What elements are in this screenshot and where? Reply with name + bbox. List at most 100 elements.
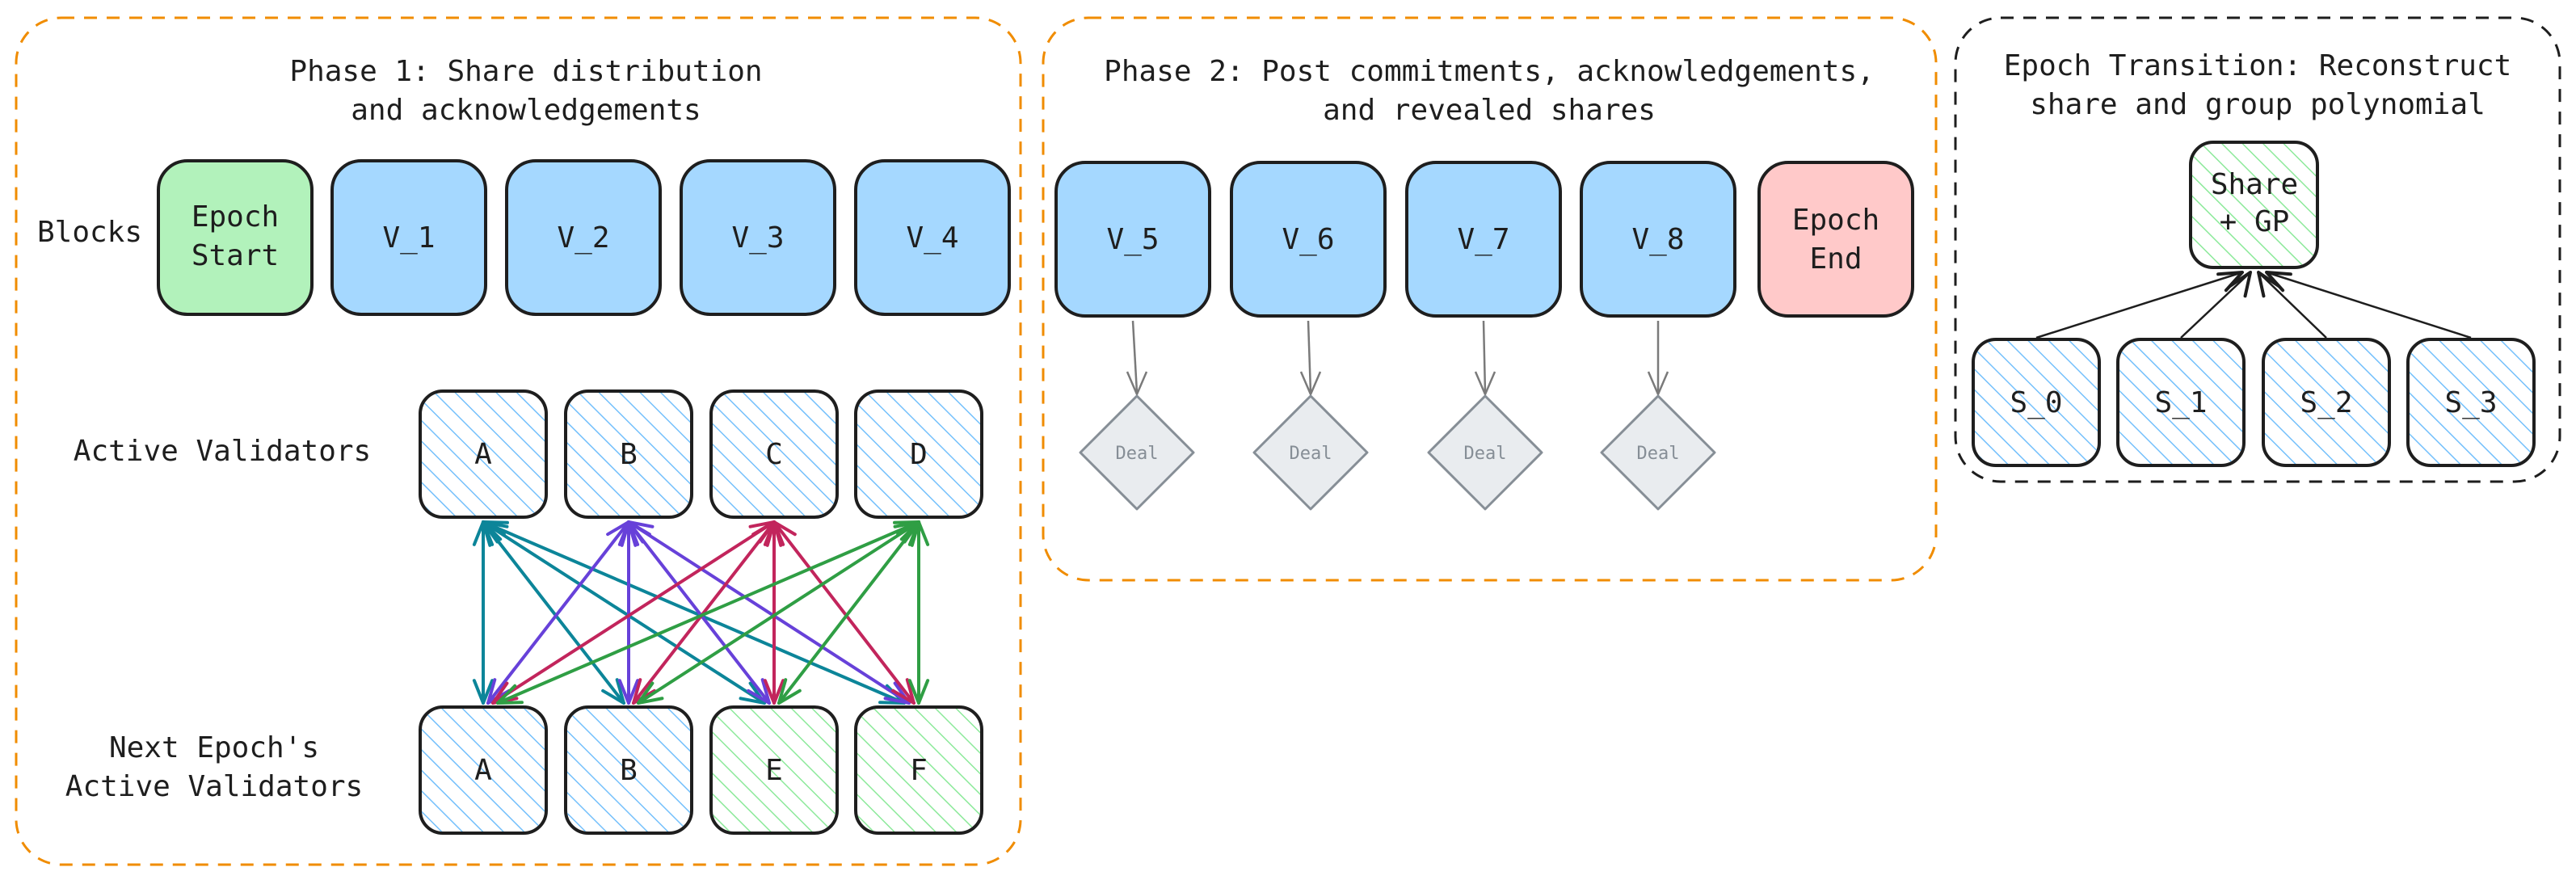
next-validator-e-label: E <box>765 754 783 787</box>
active-validator-b: B <box>564 389 693 519</box>
deal-label: Deal <box>1116 444 1159 464</box>
phase-2-panel: Phase 2: Post commitments, acknowledgeme… <box>1042 16 1938 582</box>
active-validator-d: D <box>854 389 983 519</box>
next-validator-a: A <box>419 705 548 835</box>
row-label-next-validators-line2: Active Validators <box>65 770 363 803</box>
phase-1-title-line1: Phase 1: Share distribution <box>289 55 762 88</box>
arrow-a-to-f <box>482 520 906 705</box>
transition-border <box>1954 16 2561 483</box>
next-validator-b-label: B <box>620 754 638 787</box>
epoch-start-label-line2: Start <box>192 239 279 272</box>
block-v-2: V_2 <box>505 159 662 316</box>
arrow-d-to-e <box>777 520 920 705</box>
block-v-5: V_5 <box>1054 161 1211 318</box>
next-validator-e: E <box>709 705 839 835</box>
phase-2-border <box>1042 16 1938 582</box>
arrow-b-to-f <box>627 520 911 705</box>
block-v-8: V_8 <box>1580 161 1736 318</box>
deal-arrow <box>1307 320 1312 394</box>
phase-1-block-row: V_1 V_2 V_3 V_4 <box>330 159 1011 316</box>
block-v-5-label: V_5 <box>1106 223 1159 256</box>
arrow-c-to-a <box>491 520 776 705</box>
share-gp-node: Share + GP <box>2189 141 2319 269</box>
deal-node: Deal <box>1079 394 1195 511</box>
block-v-4: V_4 <box>854 159 1011 316</box>
block-v-4-label: V_4 <box>906 221 958 255</box>
arrow-c-to-b <box>632 520 776 705</box>
share-node-row: S_0 S_1 S_2 S_3 <box>1972 338 2536 467</box>
epoch-end-block: Epoch End <box>1757 161 1914 318</box>
transition-title-line2: share and group polynomial <box>2030 88 2486 121</box>
deal-arrowhead <box>1299 371 1322 398</box>
arrow-c-to-f <box>772 520 915 705</box>
phase-1-title-line2: and acknowledgements <box>351 94 701 127</box>
active-validator-c: C <box>709 389 839 519</box>
share-gp-label-line2: + GP <box>2220 205 2290 238</box>
block-v-1-label: V_1 <box>382 221 435 255</box>
block-v-2-label: V_2 <box>557 221 609 255</box>
deal-node: Deal <box>1600 394 1716 511</box>
share-node-s-3-label: S_3 <box>2444 386 2497 419</box>
block-v-6-label: V_6 <box>1282 223 1334 256</box>
reconstruction-line-s-2 <box>2258 272 2327 339</box>
arrow-a-to-b <box>482 520 625 705</box>
epoch-end-label-line1: Epoch <box>1792 204 1879 237</box>
block-v-8-label: V_8 <box>1631 223 1684 256</box>
epoch-end-label-line2: End <box>1809 242 1862 276</box>
block-v-3-label: V_3 <box>731 221 784 255</box>
arrow-a-to-a <box>472 520 495 705</box>
arrow-d-to-a <box>496 520 920 705</box>
arrow-a-to-e <box>482 520 766 705</box>
arrow-d-to-f <box>907 520 930 705</box>
deal-arrowhead <box>1126 371 1148 398</box>
deal-arrow <box>1482 320 1487 394</box>
share-node-s-1: S_1 <box>2116 338 2246 467</box>
active-validator-a: A <box>419 389 548 519</box>
next-validator-a-label: A <box>474 754 492 787</box>
deal-label: Deal <box>1464 444 1507 464</box>
next-validator-f-label: F <box>910 754 928 787</box>
share-distribution-arrows <box>472 520 930 705</box>
active-validator-b-label: B <box>620 438 638 471</box>
arrow-b-to-e <box>627 520 771 705</box>
reconstruction-lines <box>2035 271 2472 339</box>
phase-1-border <box>15 16 1022 866</box>
deal-node: Deal <box>1252 394 1369 511</box>
reconstruction-arrowheads <box>2216 271 2292 298</box>
active-validator-a-label: A <box>474 438 492 471</box>
block-v-3: V_3 <box>680 159 836 316</box>
row-label-active-validators: Active Validators <box>74 435 371 468</box>
block-v-7-label: V_7 <box>1457 223 1509 256</box>
deal-arrow <box>1131 320 1139 394</box>
phase-1-panel: Phase 1: Share distribution and acknowle… <box>15 16 1022 866</box>
phase-2-title-line2: and revealed shares <box>1323 94 1656 127</box>
row-label-next-validators-line1: Next Epoch's <box>109 731 319 764</box>
deal-label: Deal <box>1637 444 1680 464</box>
deal-arrowhead <box>1474 371 1496 398</box>
reconstruction-line-s-3 <box>2266 271 2472 339</box>
reconstruction-line-s-1 <box>2180 272 2251 339</box>
deal-arrowhead <box>1647 371 1669 398</box>
next-validator-f: F <box>854 705 983 835</box>
phase-2-block-row: V_5 V_6 V_7 V_8 <box>1054 161 1736 318</box>
epoch-transition-panel: Epoch Transition: Reconstruct share and … <box>1954 16 2561 483</box>
next-validator-b: B <box>564 705 693 835</box>
deal-node: Deal <box>1427 394 1543 511</box>
share-gp-label-line1: Share <box>2211 168 2298 201</box>
active-validator-row: A B C D <box>419 389 983 519</box>
row-label-blocks: Blocks <box>37 216 142 249</box>
transition-title-line1: Epoch Transition: Reconstruct <box>2004 49 2512 82</box>
deal-label: Deal <box>1290 444 1332 464</box>
active-validator-c-label: C <box>765 438 783 471</box>
block-v-6: V_6 <box>1230 161 1387 318</box>
arrow-d-to-b <box>637 520 920 705</box>
share-node-s-2: S_2 <box>2262 338 2391 467</box>
epoch-start-block: Epoch Start <box>157 159 314 316</box>
share-node-s-3: S_3 <box>2406 338 2536 467</box>
epoch-start-label-line1: Epoch <box>192 200 279 234</box>
share-node-s-2-label: S_2 <box>2300 386 2352 419</box>
active-validator-d-label: D <box>910 438 928 471</box>
share-node-s-0-label: S_0 <box>2010 386 2062 419</box>
